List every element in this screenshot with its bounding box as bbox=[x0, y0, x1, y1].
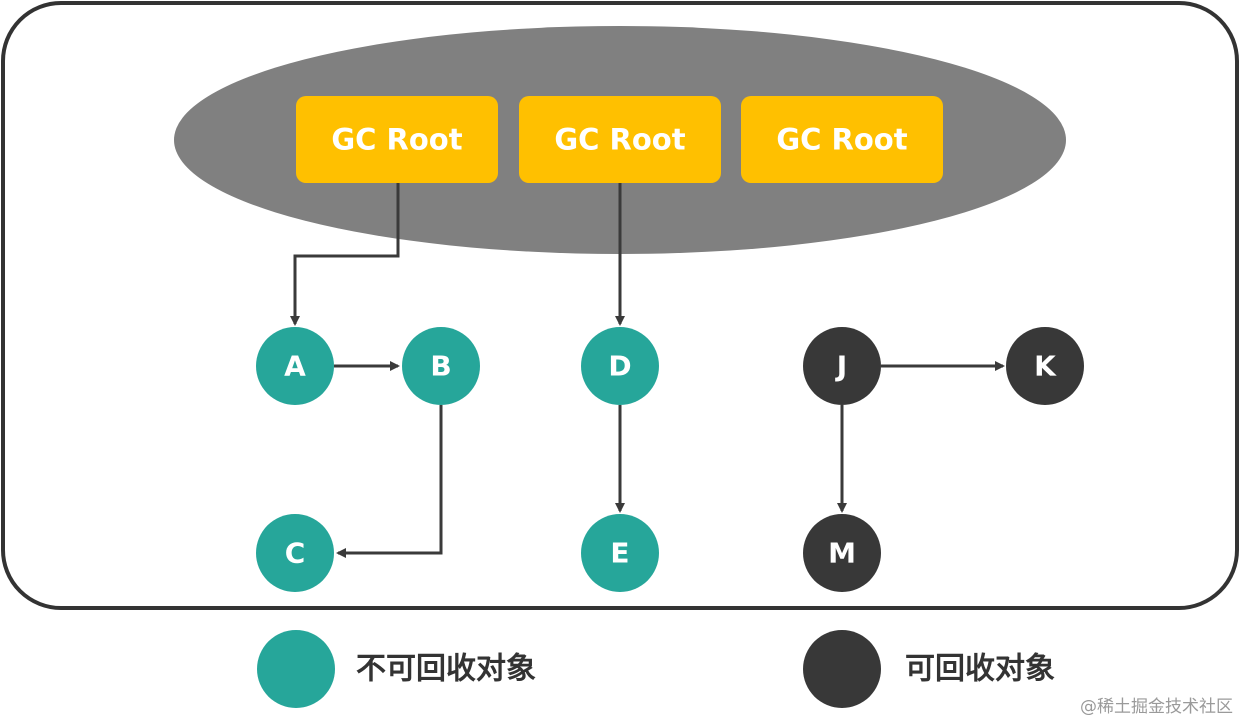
node-a: A bbox=[256, 327, 334, 405]
edges bbox=[290, 183, 1005, 558]
node-j: J bbox=[803, 327, 881, 405]
node-label: A bbox=[284, 350, 306, 383]
gc-root-box bbox=[741, 96, 943, 183]
node-circle bbox=[1006, 327, 1084, 405]
node-circle bbox=[256, 514, 334, 592]
legend-swatch bbox=[257, 630, 335, 708]
node-label: M bbox=[828, 537, 856, 570]
gc-root-box bbox=[519, 96, 721, 183]
edge-b-c bbox=[336, 405, 443, 558]
legend-item-unreachable: 可回收对象 bbox=[803, 630, 1055, 708]
legend-swatch bbox=[803, 630, 881, 708]
node-label: C bbox=[285, 537, 306, 570]
node-m: M bbox=[803, 514, 881, 592]
watermark-text: @稀土掘金技术社区 bbox=[1080, 697, 1233, 717]
node-circle bbox=[803, 514, 881, 592]
node-circle bbox=[581, 327, 659, 405]
edge-root1-a bbox=[290, 183, 400, 326]
node-label: B bbox=[430, 350, 451, 383]
node-e: E bbox=[581, 514, 659, 592]
gc-root-box bbox=[296, 96, 498, 183]
legend-label: 可回收对象 bbox=[905, 652, 1055, 687]
legend-item-reachable: 不可回收对象 bbox=[257, 630, 536, 708]
node-c: C bbox=[256, 514, 334, 592]
legend-label: 不可回收对象 bbox=[356, 652, 536, 687]
node-label: D bbox=[608, 350, 631, 383]
node-circle bbox=[581, 514, 659, 592]
node-b: B bbox=[402, 327, 480, 405]
node-circle bbox=[256, 327, 334, 405]
gc-root-3: GC Root bbox=[741, 96, 943, 183]
node-label: K bbox=[1034, 350, 1057, 383]
node-label: E bbox=[610, 537, 629, 570]
node-label: J bbox=[835, 350, 847, 383]
legend: 不可回收对象 可回收对象 bbox=[257, 630, 1055, 708]
gc-root-label: GC Root bbox=[331, 123, 462, 157]
gc-root-label: GC Root bbox=[554, 123, 685, 157]
node-k: K bbox=[1006, 327, 1084, 405]
node-d: D bbox=[581, 327, 659, 405]
gc-root-label: GC Root bbox=[776, 123, 907, 157]
gc-root-1: GC Root bbox=[296, 96, 498, 183]
gc-root-2: GC Root bbox=[519, 96, 721, 183]
node-circle bbox=[803, 327, 881, 405]
node-circle bbox=[402, 327, 480, 405]
